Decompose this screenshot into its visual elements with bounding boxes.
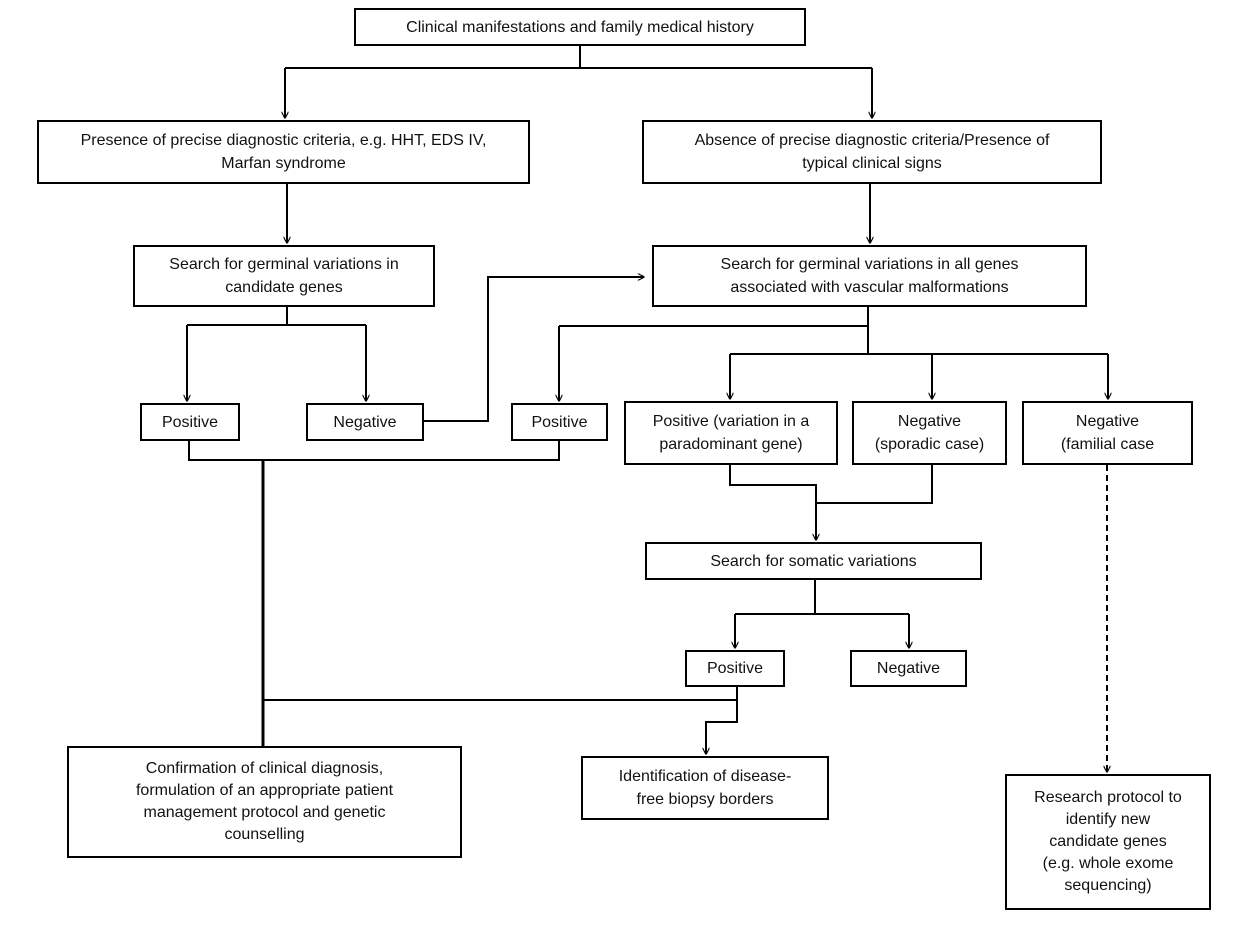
- search-all-genes-box: Search for germinal variations in all ge…: [652, 245, 1087, 307]
- allgenes-positive-box: Positive: [511, 403, 608, 441]
- identification-borders-box: Identification of disease- free biopsy b…: [581, 756, 829, 820]
- edge-somatic-positive-down: [706, 686, 738, 754]
- precise-criteria-box: Presence of precise diagnostic criteria,…: [37, 120, 530, 184]
- clinical-history-box: Clinical manifestations and family medic…: [354, 8, 806, 46]
- absence-criteria-box: Absence of precise diagnostic criteria/P…: [642, 120, 1102, 184]
- edge-candidate-split: [187, 307, 366, 326]
- confirmation-box: Confirmation of clinical diagnosis, form…: [67, 746, 462, 858]
- edge-negative-to-allgenes: [424, 277, 644, 422]
- search-candidate-genes-box: Search for germinal variations in candid…: [133, 245, 435, 307]
- somatic-negative-box: Negative: [850, 650, 967, 687]
- somatic-positive-box: Positive: [685, 650, 785, 687]
- search-somatic-box: Search for somatic variations: [645, 542, 982, 580]
- positive-paradominant-box: Positive (variation in a paradominant ge…: [624, 401, 838, 465]
- negative-familial-box: Negative (familial case: [1022, 401, 1193, 465]
- candidate-positive-box: Positive: [140, 403, 240, 441]
- edge-positives-merge: [188, 440, 560, 461]
- candidate-negative-box: Negative: [306, 403, 424, 441]
- edge-allgenes-split-left: [559, 307, 869, 327]
- negative-sporadic-box: Negative (sporadic case): [852, 401, 1007, 465]
- edge-paradominant-to-somatic: [729, 465, 933, 540]
- research-protocol-box: Research protocol to identify new candid…: [1005, 774, 1211, 910]
- edge-allgenes-split-down: [730, 307, 1108, 355]
- edge-somatic-split: [735, 580, 909, 615]
